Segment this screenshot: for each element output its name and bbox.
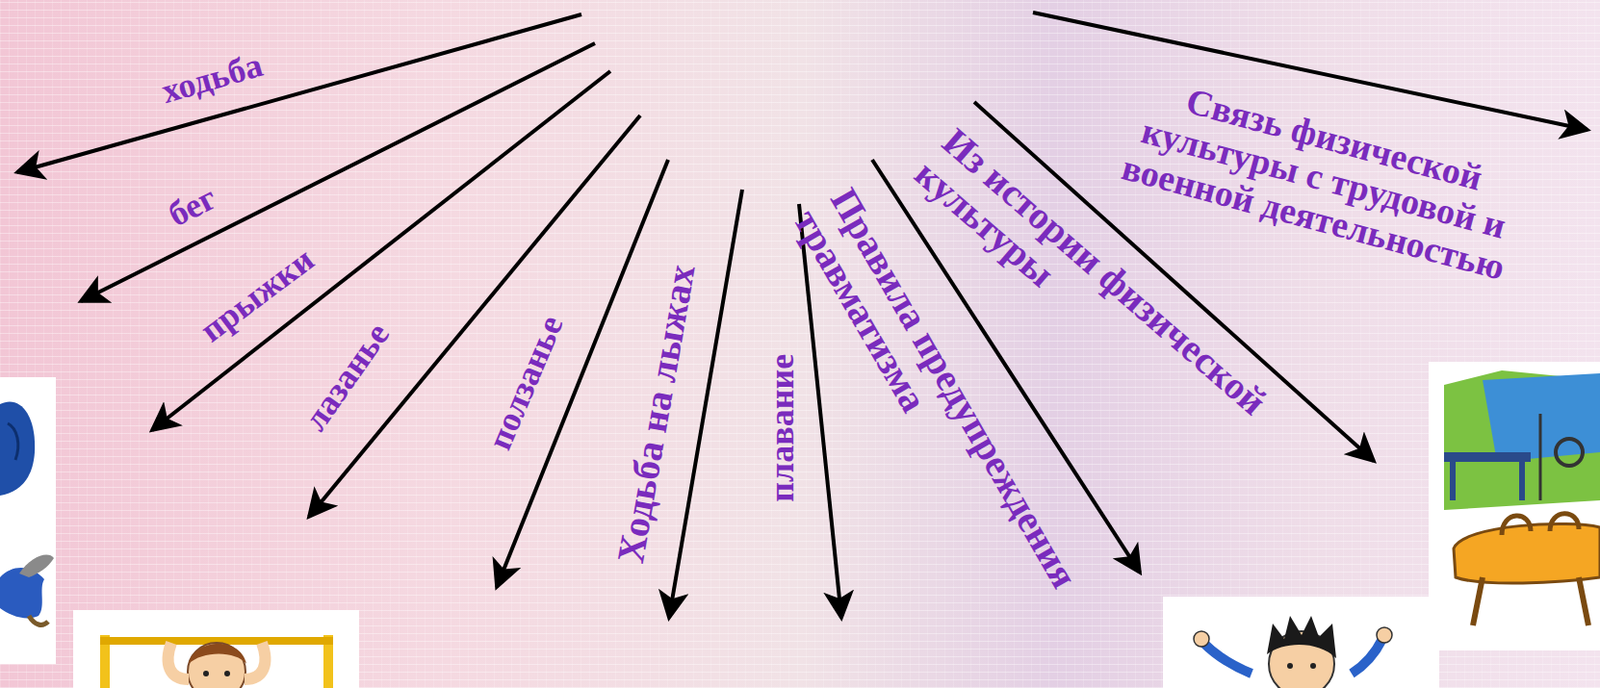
clipart-boy bbox=[1162, 596, 1440, 688]
clipart-gym-equipment bbox=[1428, 361, 1600, 651]
arrow-label: прыжки bbox=[193, 240, 322, 351]
arrow-label: лазанье bbox=[296, 316, 398, 439]
arrow-label: Связь физической культуры с трудовой и в… bbox=[1084, 60, 1563, 297]
arrow-label: плавание bbox=[763, 354, 802, 503]
arrow-line bbox=[669, 189, 743, 619]
arrow-line bbox=[309, 115, 641, 517]
clipart-bar-boy bbox=[73, 610, 360, 688]
arrow-label: ходьба bbox=[157, 46, 268, 112]
arrow-label: бег bbox=[162, 179, 223, 235]
arrow-label: Ходьба на лыжах bbox=[609, 261, 704, 568]
clipart-left bbox=[0, 377, 56, 665]
